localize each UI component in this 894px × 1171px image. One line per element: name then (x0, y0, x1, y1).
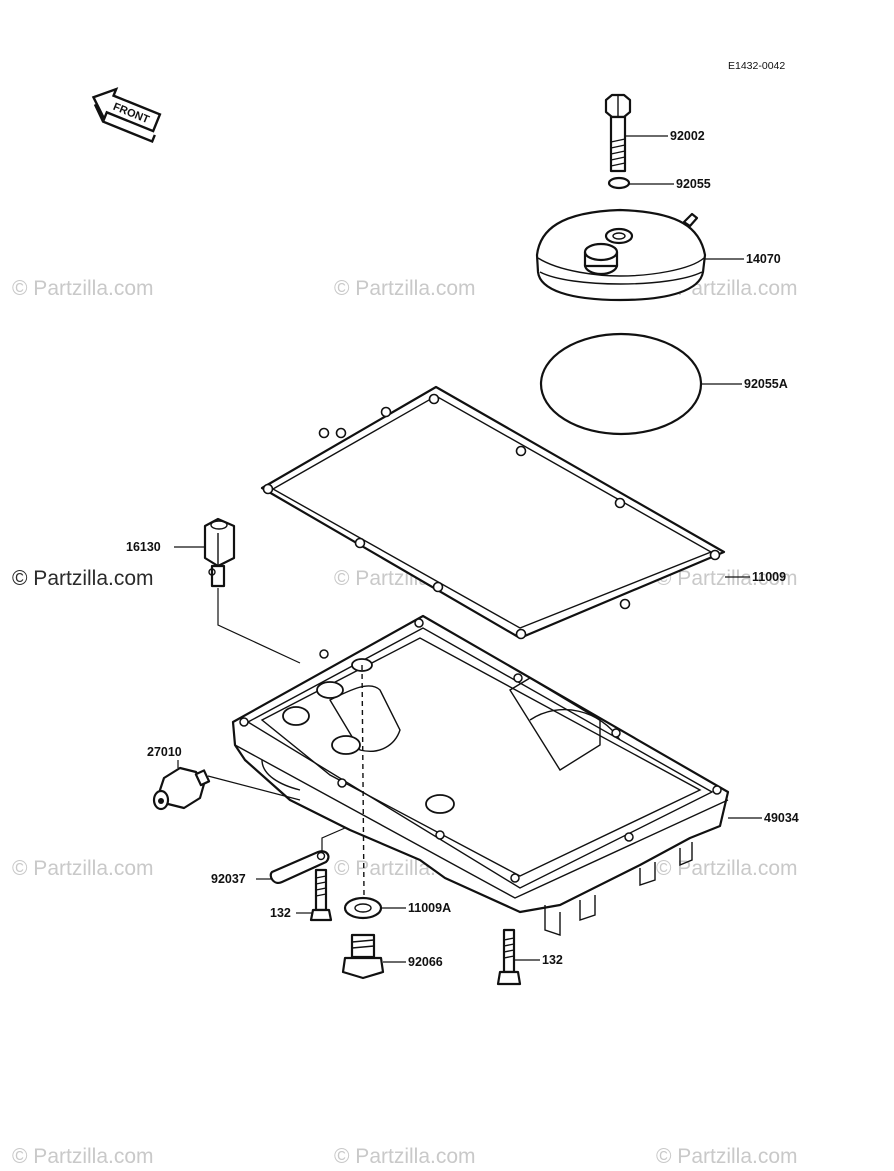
callout-92055A: 92055A (744, 377, 788, 391)
callout-27010: 27010 (147, 745, 182, 759)
watermarks: © Partzilla.com © Partzilla.com © Partzi… (12, 0, 798, 1168)
watermark: © Partzilla.com (656, 567, 798, 590)
callout-92055: 92055 (676, 177, 711, 191)
reference-code: E1432-0042 (728, 60, 785, 72)
gasket-11009 (260, 385, 726, 640)
bolt-132-left (309, 868, 333, 922)
callout-16130: 16130 (126, 540, 161, 554)
watermark: © Partzilla.com (334, 0, 476, 3)
callout-11009A: 11009A (408, 901, 451, 915)
callout-49034: 49034 (764, 811, 799, 825)
watermark: © Partzilla.com (12, 567, 154, 590)
callout-14070: 14070 (746, 252, 781, 266)
oil-pan-49034 (231, 614, 730, 936)
bolt-132-right (496, 928, 522, 986)
watermark: © Partzilla.com (12, 0, 154, 3)
oring-92055 (607, 176, 631, 190)
clamp-92037 (269, 850, 330, 884)
callout-92037: 92037 (211, 872, 246, 886)
watermark: © Partzilla.com (656, 1145, 798, 1168)
watermark: © Partzilla.com (334, 277, 476, 300)
filter-cover-14070 (535, 208, 707, 302)
watermark: © Partzilla.com (656, 0, 798, 3)
watermark: © Partzilla.com (12, 857, 154, 880)
oil-pressure-switch-27010 (152, 766, 211, 811)
watermark: © Partzilla.com (656, 857, 798, 880)
washer-11009A (343, 896, 383, 920)
fitting-16130 (203, 517, 236, 588)
watermark: © Partzilla.com (12, 277, 154, 300)
watermark: © Partzilla.com (334, 1145, 476, 1168)
callout-92066: 92066 (408, 955, 443, 969)
callout-92002: 92002 (670, 129, 705, 143)
watermark: © Partzilla.com (12, 1145, 154, 1168)
bolt-92002 (604, 93, 632, 173)
callout-132-right: 132 (542, 953, 563, 967)
oring-92055A (539, 332, 703, 436)
callout-132-left: 132 (270, 906, 291, 920)
front-arrow-icon: FRONT (91, 87, 162, 144)
callout-11009: 11009 (752, 570, 786, 584)
drain-plug-92066 (341, 933, 385, 980)
